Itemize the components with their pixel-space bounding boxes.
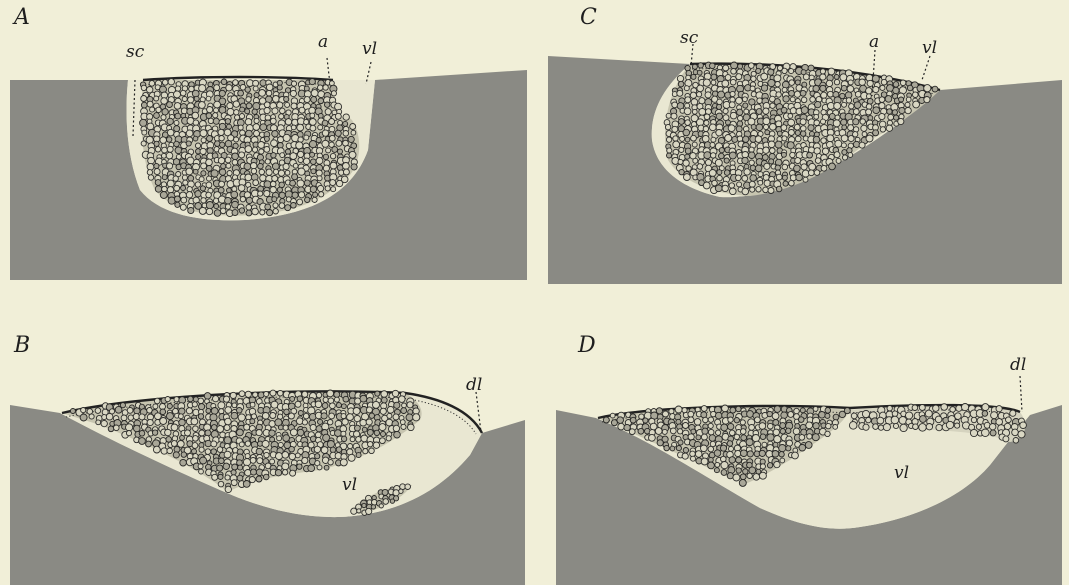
- panel-d-leader-dl: [1020, 376, 1022, 412]
- panel-b-letter: B: [13, 333, 30, 358]
- panel-d-letter: D: [577, 333, 596, 358]
- panel-a-label-a: a: [318, 32, 328, 52]
- panel-c-label-a: a: [869, 32, 879, 52]
- panel-b-label-dl: dl: [466, 375, 482, 395]
- panel-c-letter: C: [580, 5, 597, 30]
- panel-c-label-sc: sc: [680, 28, 699, 48]
- panel-c-label-vl: vl: [922, 38, 937, 58]
- panel-d-label-vl: vl: [894, 463, 909, 483]
- panel-a-label-sc: sc: [126, 42, 145, 62]
- panel-c-leader-vl: [922, 56, 930, 80]
- panel-a-label-vl: vl: [362, 39, 377, 59]
- panel-a: A sc a vl: [10, 5, 527, 280]
- panel-b-label-vl: vl: [342, 475, 357, 495]
- panel-a-letter: A: [12, 5, 30, 30]
- panel-d-label-dl: dl: [1010, 355, 1026, 375]
- panel-d: D dl vl: [556, 333, 1062, 585]
